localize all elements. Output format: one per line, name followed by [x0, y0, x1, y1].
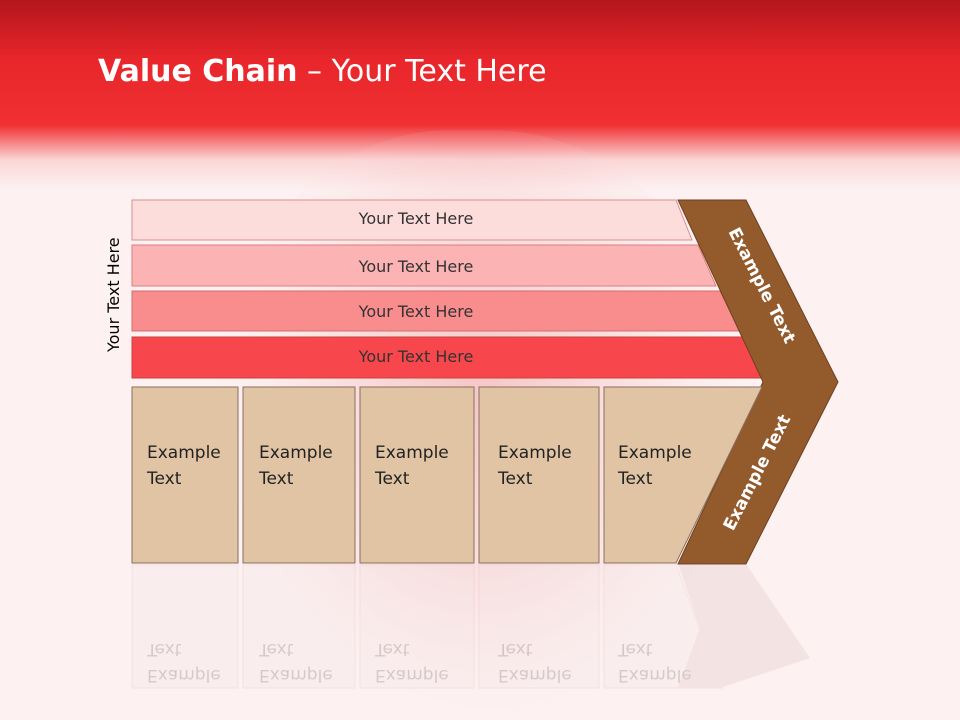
- box-4-shape: [603, 386, 763, 564]
- reflection-box-2: [359, 564, 475, 689]
- bar-0-shape: [131, 199, 693, 241]
- box-3-line2: Text: [497, 469, 533, 489]
- reflection: Example Text Example Text Example Text E…: [131, 564, 810, 689]
- box-3-shape: [478, 386, 600, 564]
- box-0-line2: Text: [146, 469, 182, 489]
- box-3-line1: Example: [498, 443, 572, 463]
- box-1-line1: Example: [259, 443, 333, 463]
- reflection-box-4-line2: Text: [617, 639, 653, 659]
- header-band: [0, 0, 960, 190]
- bar-3-label: Your Text Here: [358, 347, 474, 366]
- bar-3: Your Text Here: [131, 336, 764, 379]
- bar-1: Your Text Here: [131, 244, 717, 287]
- box-4-line1: Example: [618, 443, 692, 463]
- bar-0: Your Text Here: [131, 199, 693, 241]
- box-0-shape: [131, 386, 239, 564]
- box-3: Example Text: [478, 386, 600, 564]
- reflection-box-0: [131, 564, 239, 689]
- reflection-box-1: [242, 564, 356, 689]
- reflection-box-4: [603, 564, 723, 689]
- reflection-box-1-line2: Text: [258, 639, 294, 659]
- box-2-line1: Example: [375, 443, 449, 463]
- box-4: Example Text: [603, 386, 763, 564]
- box-2-shape: [359, 386, 475, 564]
- box-4-line2: Text: [617, 469, 653, 489]
- box-2: Example Text: [359, 386, 475, 564]
- reflection-box-3-line1: Example: [498, 665, 572, 685]
- bar-1-shape: [131, 244, 717, 287]
- reflection-box-3: [478, 564, 600, 689]
- reflection-box-1-line1: Example: [259, 665, 333, 685]
- title-bold: Value Chain: [98, 54, 298, 89]
- reflection-box-2-line2: Text: [374, 639, 410, 659]
- box-0-line1: Example: [147, 443, 221, 463]
- chevron-shape: [677, 199, 839, 565]
- box-1: Example Text: [242, 386, 356, 564]
- title-rest: – Your Text Here: [297, 54, 547, 89]
- reflection-box-4-line1: Example: [618, 665, 692, 685]
- bar-2-label: Your Text Here: [358, 302, 474, 321]
- bar-0-label: Your Text Here: [358, 209, 474, 228]
- box-1-line2: Text: [258, 469, 294, 489]
- bar-1-label: Your Text Here: [358, 257, 474, 276]
- reflection-box-0-line1: Example: [147, 665, 221, 685]
- slide-title: Value Chain – Your Text Here: [98, 54, 547, 89]
- reflection-chevron: [678, 564, 810, 688]
- reflection-box-2-line1: Example: [375, 665, 449, 685]
- reflection-box-3-line2: Text: [497, 639, 533, 659]
- bar-2: Your Text Here: [131, 290, 741, 332]
- reflection-box-0-line2: Text: [146, 639, 182, 659]
- box-2-line2: Text: [374, 469, 410, 489]
- box-0: Example Text: [131, 386, 239, 564]
- box-1-shape: [242, 386, 356, 564]
